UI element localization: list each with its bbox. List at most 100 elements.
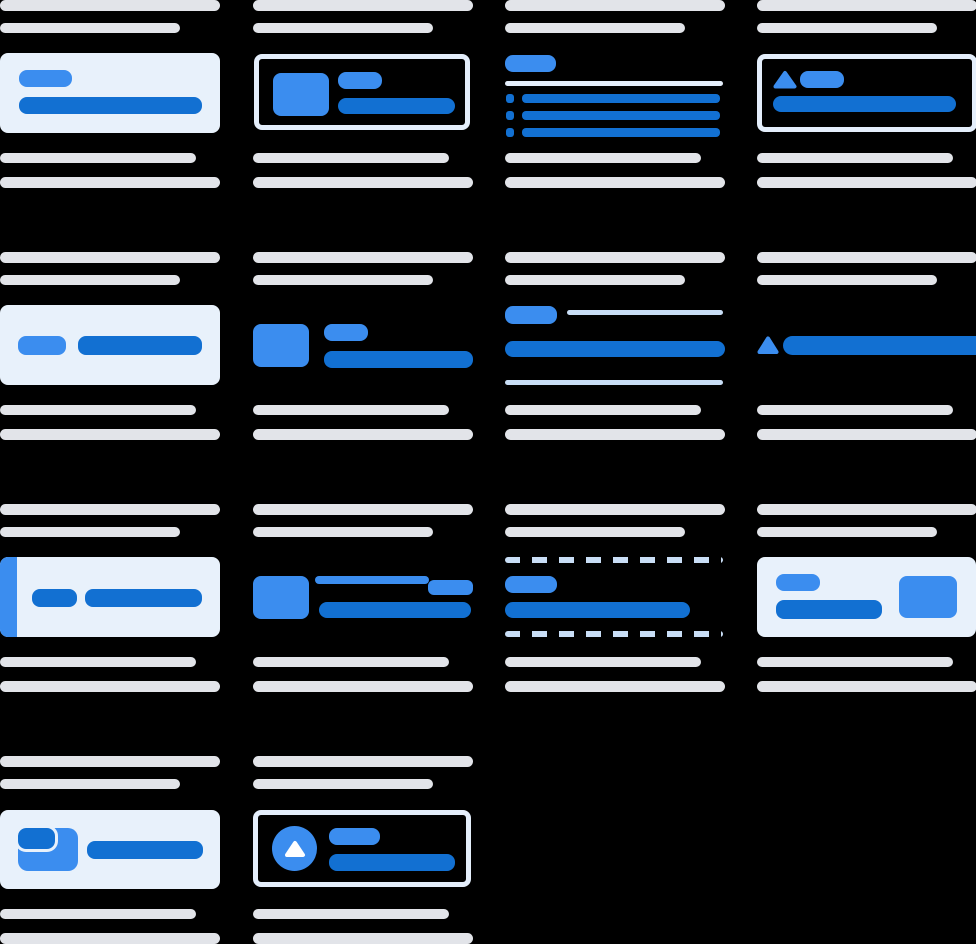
- skeleton-text-bar: [0, 909, 196, 919]
- skeleton-text-bar: [0, 0, 220, 11]
- title-line: [315, 576, 429, 584]
- dashed-rule: [505, 631, 723, 637]
- title-pill: [800, 71, 844, 88]
- skeleton-text-bar: [757, 429, 976, 440]
- skeleton-text-bar: [253, 933, 473, 944]
- play-circle-icon: [272, 826, 317, 871]
- rule-line: [505, 380, 723, 385]
- wireframe-group-r4c1: [0, 756, 220, 944]
- skeleton-text-bar: [505, 429, 725, 440]
- layers-icon-overlay: [15, 825, 58, 852]
- title-pill: [19, 70, 72, 87]
- outlined-card: [253, 810, 471, 887]
- skeleton-text-bar: [253, 681, 473, 692]
- label-pill: [505, 306, 557, 324]
- skeleton-text-bar: [505, 153, 701, 163]
- skeleton-text-bar: [757, 252, 976, 263]
- body-bar: [78, 336, 202, 355]
- body-bar: [338, 98, 455, 114]
- skeleton-text-bar: [0, 681, 220, 692]
- feature-area: [253, 53, 475, 135]
- feature-area: [505, 557, 727, 639]
- label-pill: [32, 589, 77, 607]
- wireframe-group-r3c1: [0, 504, 220, 692]
- skeleton-text-bar: [505, 23, 685, 33]
- body-bar: [19, 97, 202, 114]
- outlined-warning-card: [757, 54, 976, 132]
- label-pill: [505, 55, 556, 72]
- thumbnail-icon: [253, 576, 309, 619]
- skeleton-text-bar: [0, 429, 220, 440]
- title-pill: [338, 72, 382, 89]
- skeleton-text-bar: [757, 504, 976, 515]
- skeleton-text-bar: [253, 779, 433, 789]
- body-bar: [87, 841, 203, 859]
- wireframe-group-r2c3: [505, 252, 725, 440]
- label-pill: [505, 576, 557, 593]
- skeleton-text-bar: [253, 527, 433, 537]
- skeleton-text-bar: [253, 153, 449, 163]
- skeleton-text-bar: [757, 177, 976, 188]
- feature-area: [253, 305, 475, 387]
- filled-card: [757, 557, 976, 637]
- list-bullet-icon: [506, 94, 514, 103]
- skeleton-text-bar: [505, 177, 725, 188]
- skeleton-text-bar: [253, 657, 449, 667]
- skeleton-text-bar: [505, 252, 725, 263]
- skeleton-text-bar: [253, 275, 433, 285]
- body-bar: [329, 854, 455, 871]
- rule-line: [567, 310, 723, 315]
- skeleton-text-bar: [0, 933, 220, 944]
- list-bullet-icon: [506, 111, 514, 120]
- skeleton-text-bar: [253, 252, 473, 263]
- skeleton-text-bar: [505, 405, 701, 415]
- skeleton-text-bar: [253, 177, 473, 188]
- skeleton-text-bar: [505, 527, 685, 537]
- skeleton-text-bar: [253, 756, 473, 767]
- title-pill: [329, 828, 380, 845]
- list-item-bar: [522, 94, 720, 103]
- body-bar: [773, 96, 956, 112]
- skeleton-text-bar: [253, 429, 473, 440]
- skeleton-text-bar: [253, 0, 473, 11]
- skeleton-text-bar: [0, 779, 180, 789]
- title-pill: [324, 324, 368, 341]
- skeleton-text-bar: [505, 0, 725, 11]
- skeleton-text-bar: [253, 504, 473, 515]
- skeleton-text-bar: [505, 681, 725, 692]
- accent-stripe: [0, 557, 17, 637]
- skeleton-text-bar: [0, 23, 180, 33]
- feature-area: [757, 305, 976, 387]
- list-item-bar: [522, 128, 720, 137]
- skeleton-text-bar: [253, 405, 449, 415]
- feature-area: [505, 305, 727, 387]
- feature-area: [757, 53, 976, 135]
- skeleton-text-bar: [0, 405, 196, 415]
- skeleton-text-bar: [757, 657, 953, 667]
- skeleton-text-bar: [757, 405, 953, 415]
- filled-card: [0, 53, 220, 133]
- skeleton-text-bar: [253, 909, 449, 919]
- feature-area: [0, 809, 222, 891]
- body-bar: [505, 602, 690, 618]
- badge-pill: [428, 580, 473, 595]
- skeleton-text-bar: [0, 275, 180, 285]
- skeleton-text-bar: [0, 177, 220, 188]
- warning-triangle-icon: [773, 71, 797, 89]
- skeleton-text-bar: [757, 153, 953, 163]
- wireframe-group-r1c2: [253, 0, 473, 188]
- thumbnail-icon: [899, 576, 957, 618]
- skeleton-text-bar: [505, 504, 725, 515]
- thumbnail-icon: [273, 73, 329, 116]
- accent-border-card: [0, 557, 220, 637]
- wireframe-group-r1c4: [757, 0, 976, 188]
- feature-area: [0, 305, 222, 387]
- body-bar: [505, 341, 725, 357]
- label-pill: [18, 336, 66, 355]
- feature-area: [0, 557, 222, 639]
- wireframe-group-r1c1: [0, 0, 220, 188]
- skeleton-text-bar: [757, 681, 976, 692]
- wireframe-group-r2c1: [0, 252, 220, 440]
- feature-area: [0, 53, 222, 135]
